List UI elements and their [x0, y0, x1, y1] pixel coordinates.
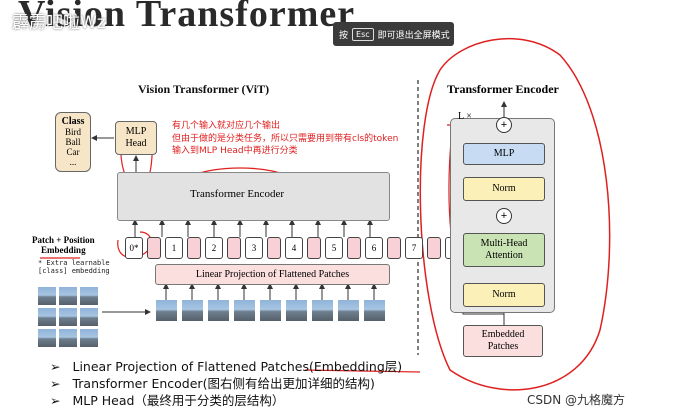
image-patch [364, 300, 385, 321]
hint-text: 即可退出全屏模式 [377, 30, 450, 41]
norm-block-bottom: Norm [463, 283, 545, 307]
position-token: 1 [165, 237, 183, 259]
bullet-item: ➢ Transformer Encoder(图右侧有给出更加详细的结构) [50, 375, 402, 392]
transformer-encoder-label: Transformer Encoder [190, 188, 284, 200]
grid-cell [38, 287, 56, 305]
bullet-arrow-icon: ➢ [50, 359, 61, 374]
pp-line1: Patch + Position [32, 235, 95, 245]
bullet-item: ➢ MLP Head（最终用于分类的层结构） [50, 392, 402, 409]
repeat-label: L × [458, 111, 472, 122]
position-token: 5 [325, 237, 343, 259]
position-token: 2 [205, 237, 223, 259]
image-patches-row [156, 300, 385, 321]
transformer-encoder-block [117, 172, 390, 221]
esc-key-icon: Esc [352, 27, 374, 41]
class-token-embedding [147, 237, 161, 259]
mlp-head-box: MLP Head [115, 121, 157, 155]
norm-block-top: Norm [463, 177, 545, 201]
attention-line2: Attention [485, 250, 523, 261]
image-patch [156, 300, 177, 321]
grid-cell [59, 308, 77, 326]
multi-head-attention-block: Multi-Head Attention [463, 233, 545, 267]
hint-prefix: 按 [339, 30, 349, 41]
grid-cell [38, 308, 56, 326]
bullet-list: ➢ Linear Projection of Flattened Patches(… [50, 358, 402, 409]
fullscreen-hint-bar: 按 Esc 即可退出全屏模式 [333, 22, 454, 46]
red-annotation-note: 有几个输入就对应几个输出 但由于做的是分类任务，所以只需要用到带有cls的tok… [172, 121, 399, 156]
position-token: 6 [365, 237, 383, 259]
bullet-item: ➢ Linear Projection of Flattened Patches(… [50, 358, 402, 375]
slide-title: Vision Transformer [18, 0, 356, 35]
csdn-credit: CSDN @九格魔方 [527, 393, 626, 407]
input-image-grid [38, 287, 98, 347]
mlp-head-line2: Head [125, 138, 147, 149]
image-patch [182, 300, 203, 321]
extra-class-embedding-note: * Extra learnable [class] embedding [38, 259, 110, 275]
mlp-head-line1: MLP [125, 126, 147, 137]
embedded-line2: Patches [487, 341, 519, 352]
patch-position-embedding-label: Patch + Position Embedding [32, 235, 95, 255]
patch-embedding [227, 237, 241, 259]
class-item: Ball [65, 137, 81, 147]
encoder-detail-title: Transformer Encoder [447, 82, 559, 96]
grid-cell [59, 329, 77, 347]
extra-line2: [class] embedding [38, 267, 110, 275]
patch-embedding [307, 237, 321, 259]
bullet-text: Transformer Encoder(图右侧有给出更加详细的结构) [72, 376, 375, 391]
extra-line1: * Extra learnable [38, 259, 110, 267]
image-patch [338, 300, 359, 321]
patch-embedding [267, 237, 281, 259]
position-token: 7 [405, 237, 423, 259]
embedded-patches-block: Embedded Patches [463, 325, 543, 357]
embedded-line1: Embedded [481, 329, 525, 340]
image-patch [260, 300, 281, 321]
bullet-arrow-icon: ➢ [50, 393, 61, 408]
class-item: Car [66, 147, 80, 157]
watermark-text: 霹雳吧啦Wz [12, 13, 106, 33]
patch-embedding [187, 237, 201, 259]
image-patch [312, 300, 333, 321]
image-patch [286, 300, 307, 321]
residual-add-icon: + [496, 208, 512, 224]
class-item: ... [69, 157, 77, 167]
class-item: Bird [64, 127, 81, 137]
residual-add-icon: + [496, 117, 512, 133]
patch-embedding [347, 237, 361, 259]
position-token: 0* [125, 237, 143, 259]
bullet-text: Linear Projection of Flattened Patches(E… [72, 359, 403, 374]
class-output-box: Class Bird Ball Car ... [55, 112, 91, 172]
grid-cell [80, 329, 98, 347]
token-row: 0* 1 2 3 4 5 6 7 8 9 [125, 237, 503, 259]
grid-cell [80, 308, 98, 326]
grid-cell [38, 329, 56, 347]
linear-projection-block: Linear Projection of Flattened Patches [155, 264, 390, 285]
grid-cell [59, 287, 77, 305]
attention-line1: Multi-Head [480, 238, 528, 249]
bullet-text: MLP Head（最终用于分类的层结构） [72, 393, 285, 408]
patch-embedding [387, 237, 401, 259]
mlp-block: MLP [463, 143, 545, 165]
position-token: 3 [245, 237, 263, 259]
pp-line2: Embedding [41, 245, 86, 255]
image-patch [208, 300, 229, 321]
vit-title: Vision Transformer (ViT) [138, 82, 270, 96]
class-title: Class [61, 116, 85, 127]
patch-embedding [427, 237, 441, 259]
position-token: 4 [285, 237, 303, 259]
image-patch [234, 300, 255, 321]
grid-cell [80, 287, 98, 305]
bullet-arrow-icon: ➢ [50, 376, 61, 391]
